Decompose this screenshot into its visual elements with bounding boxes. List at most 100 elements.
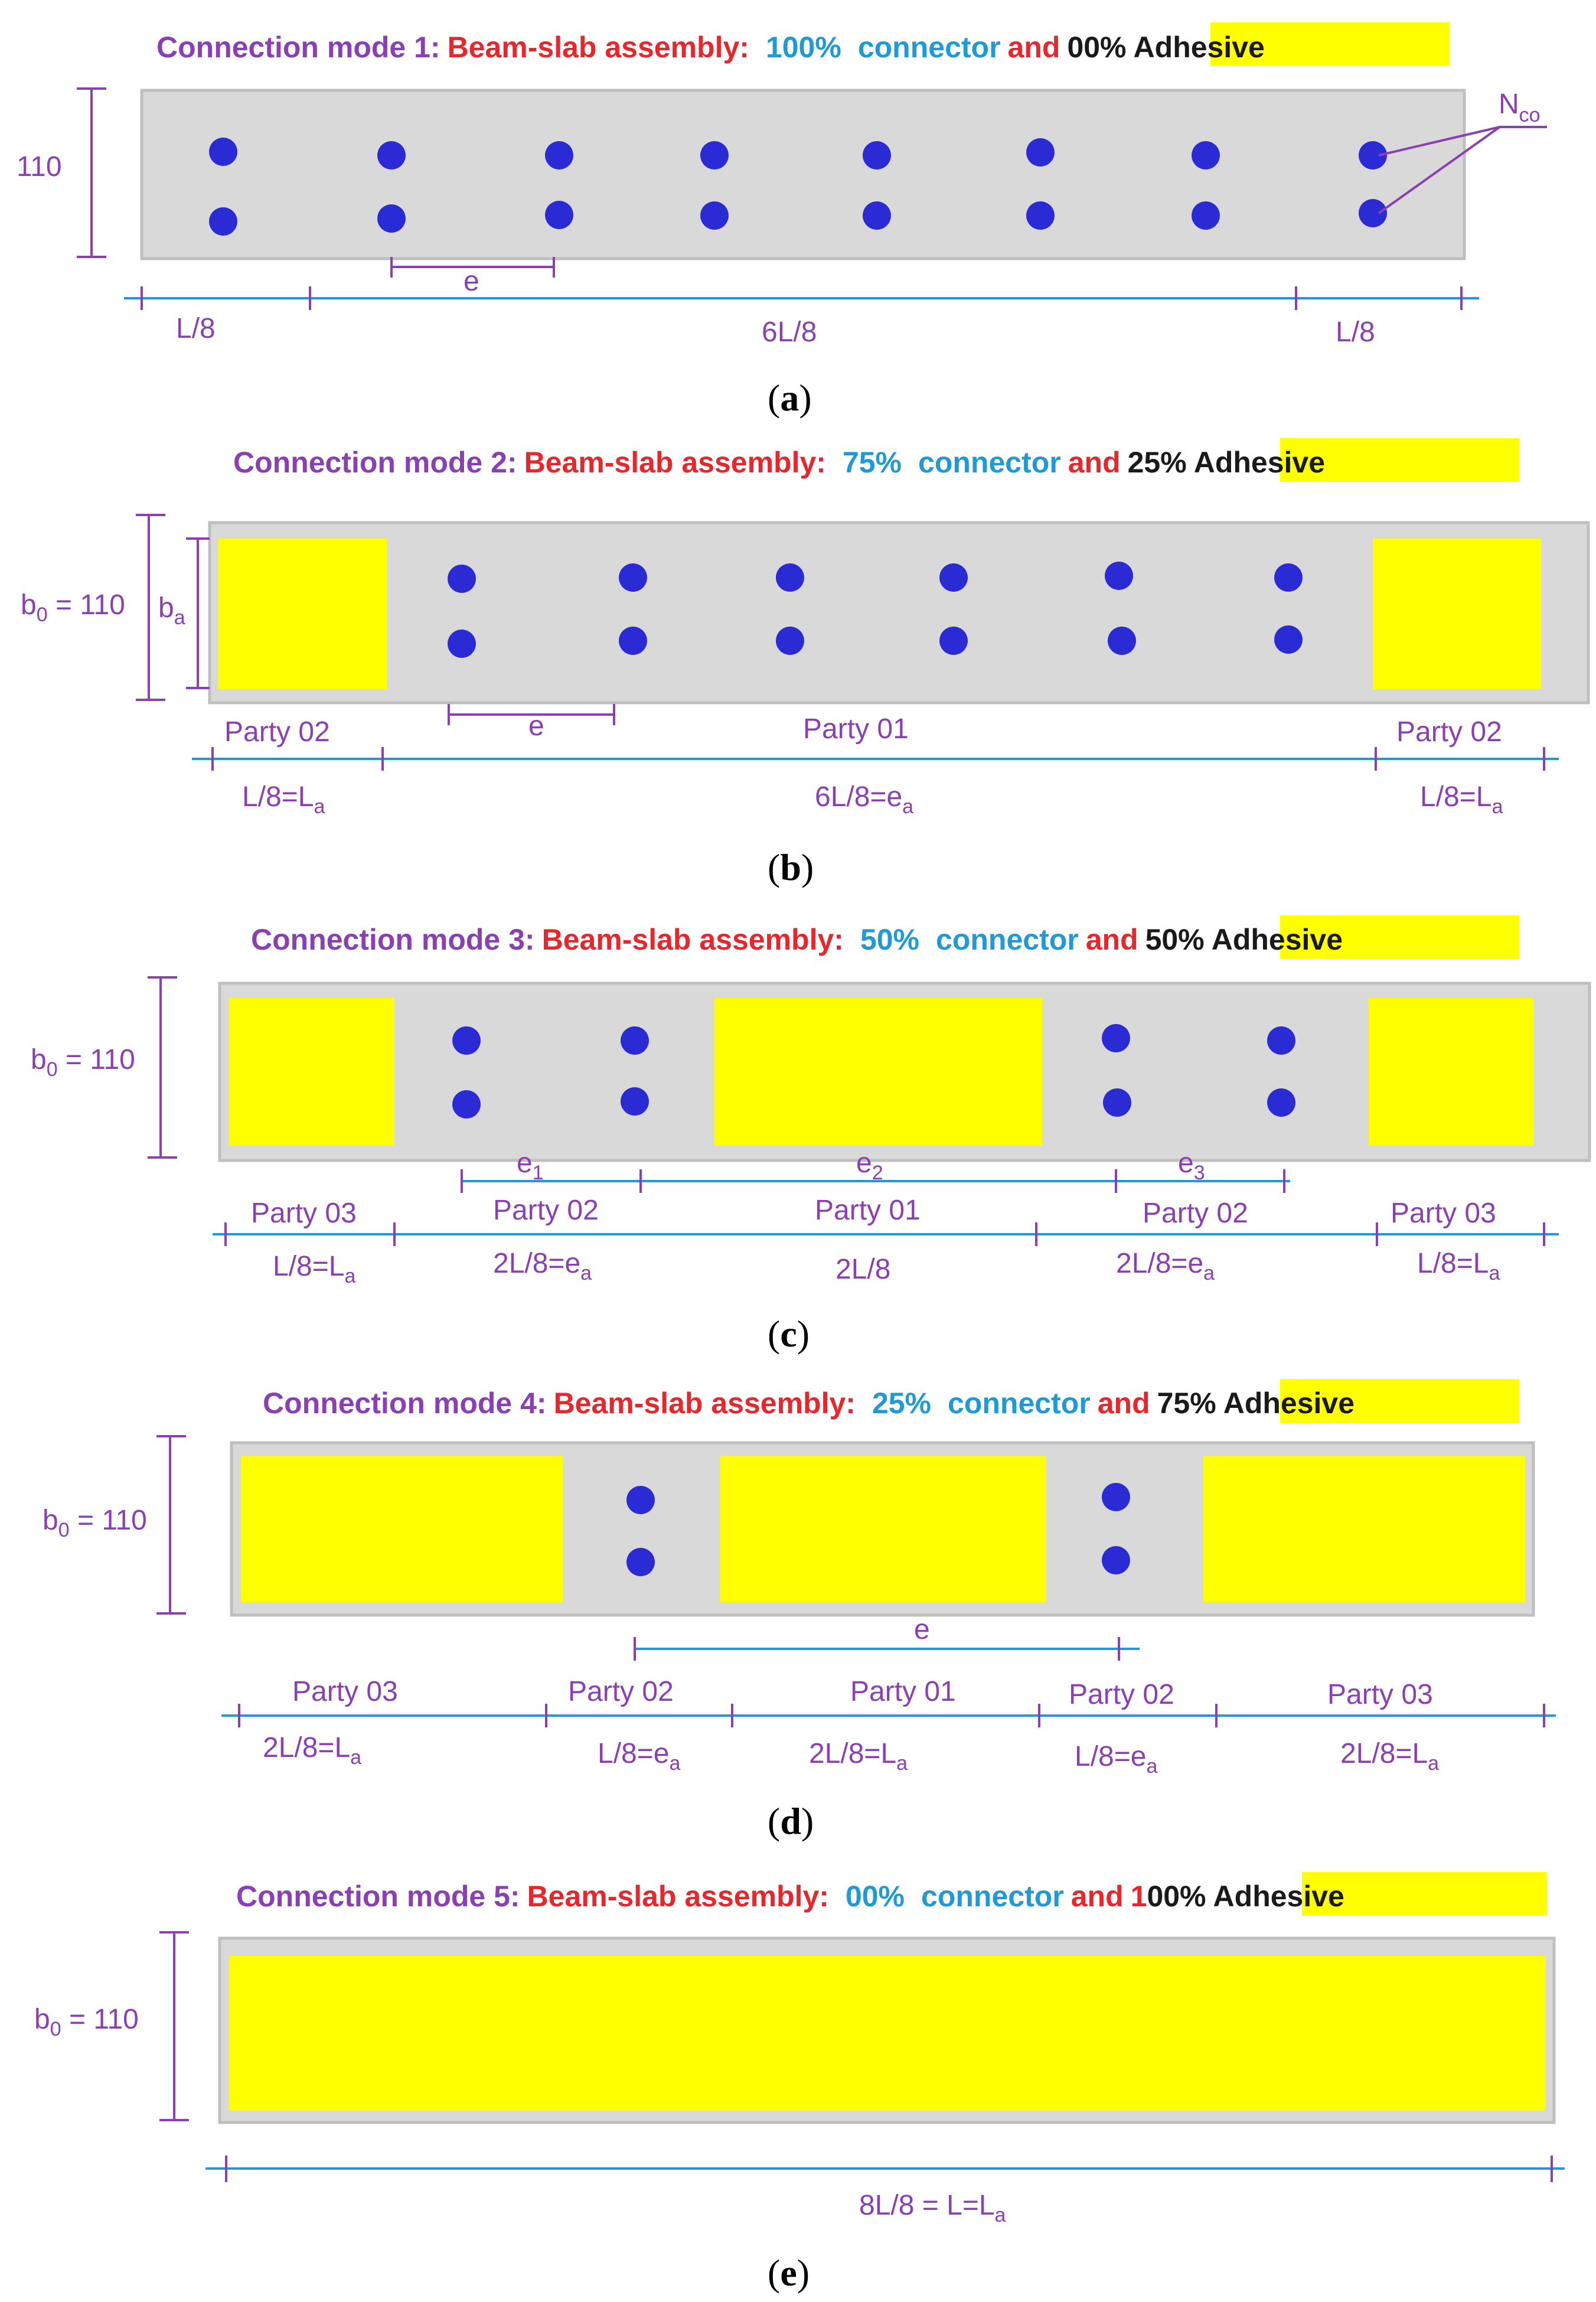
mode-3: Connection mode 3:Beam-slab assembly:50%… (31, 915, 1591, 1355)
adhesive-text: 00% Adhesive (1147, 1880, 1344, 1913)
dimension-ticks (141, 286, 1463, 310)
and-word: and (1068, 446, 1121, 479)
connector-label: Nco (1499, 89, 1540, 126)
spacing-e1: e1 (517, 1147, 544, 1184)
title-prefix: Connection mode 4: (263, 1387, 547, 1420)
dim-label: 2L/8=La (263, 1732, 361, 1769)
party-right: Party 02 (1396, 716, 1502, 748)
dim-mid: 6L/8 (762, 317, 817, 348)
connector-word: connector (858, 31, 1001, 64)
adhesive-zone (1369, 998, 1534, 1146)
caption-d: (d) (768, 1800, 814, 1842)
caption-e: (e) (768, 2252, 810, 2294)
adhesive-zone (229, 1956, 1546, 2111)
connector-dot (1108, 627, 1136, 655)
title-prefix: Connection mode 3: (251, 923, 535, 956)
height-label: b0 = 110 (21, 589, 125, 626)
dim-left: L/8 (176, 313, 216, 344)
connector-dot (1026, 201, 1055, 230)
connector-dot (619, 563, 647, 592)
party-label: Party 03 (292, 1676, 398, 1707)
dim-label: L/8=ea (1075, 1741, 1157, 1778)
connector-dot (545, 201, 573, 229)
connector-dot (1267, 1088, 1295, 1117)
dim-label: L/8=La (273, 1251, 355, 1287)
height-label: 110 (17, 151, 62, 182)
adhesive-text: 50% Adhesive (1145, 923, 1343, 956)
adhesive-title-highlight (1302, 1872, 1547, 1916)
connector-dot (209, 207, 237, 236)
connector-dot (545, 141, 573, 169)
party-label: Party 03 (1391, 1198, 1496, 1229)
connector-dot (776, 627, 804, 655)
connector-pct: 50% (860, 923, 919, 956)
party-label: Party 02 (1069, 1679, 1174, 1710)
connector-dot (1267, 1026, 1295, 1055)
mode-2: Connection mode 2:Beam-slab assembly: 75%… (21, 438, 1590, 888)
spacing-e2: e2 (856, 1147, 883, 1184)
connector-dot (1359, 199, 1387, 227)
connector-dot (448, 565, 476, 593)
and-word: and (1086, 923, 1138, 956)
mode-5: Connection mode 5:Beam-slab assembly:00%… (34, 1872, 1565, 2294)
adhesive-title-highlight (1280, 915, 1519, 959)
party-left: Party 02 (224, 716, 330, 748)
spacing-dimension (448, 704, 615, 725)
mode-4: Connection mode 4:Beam-slab assembly:25%… (43, 1379, 1556, 1842)
connector-dots (448, 562, 1303, 658)
height-label: b0 = 110 (34, 2004, 139, 2040)
spacing-label: e (914, 1614, 930, 1645)
dim-full: 8L/8 = L=La (859, 2190, 1006, 2226)
connector-dot (626, 1548, 655, 1576)
dim-right: L/8=La (1420, 781, 1503, 818)
adhesive-title-highlight (1210, 22, 1450, 66)
connector-dot (621, 1087, 649, 1116)
connector-dot (209, 138, 237, 166)
title-prefix: Connection mode 5: (236, 1880, 520, 1913)
adhesive-text: 00% Adhesive (1067, 31, 1264, 64)
connector-dot (700, 201, 729, 230)
spacing-e3: e3 (1178, 1147, 1205, 1184)
party-label: Party 01 (815, 1195, 921, 1226)
height-dimension (136, 514, 165, 701)
height-dimension (77, 87, 106, 258)
connector-word: connector (936, 923, 1079, 956)
connector-pct: 25% (872, 1387, 931, 1420)
connector-dots (626, 1483, 1130, 1576)
dim-label: 2L/8=ea (1116, 1248, 1215, 1284)
connector-leader-line (1378, 126, 1547, 214)
connector-pct: 75% (843, 446, 902, 479)
title-assembly: Beam-slab assembly: (524, 446, 826, 479)
party-label: Party 03 (1327, 1679, 1433, 1710)
spacing-label: e (464, 266, 479, 297)
caption-c: (c) (768, 1313, 810, 1355)
party-mid: Party 01 (803, 713, 909, 745)
connector-dot (1192, 141, 1220, 169)
height-dimension (148, 976, 177, 1159)
connector-dot (377, 204, 406, 233)
spacing-label: e (528, 710, 544, 742)
adhesive-zone (241, 1456, 563, 1602)
inner-height-dimension (186, 537, 210, 689)
connector-dot (621, 1026, 649, 1055)
adhesive-text: 25% Adhesive (1128, 446, 1325, 479)
adhesive-title-highlight (1280, 438, 1519, 482)
dimension-ticks (238, 1704, 1545, 1727)
connector-word: connector (918, 446, 1061, 479)
connector-dot (939, 627, 968, 655)
spacing-dimension (390, 257, 555, 278)
title-prefix: Connection mode 2: (233, 446, 517, 479)
and-word: and (1071, 1880, 1124, 1913)
connector-dot (377, 141, 406, 169)
and-word: and (1098, 1387, 1150, 1420)
connector-dot (1105, 562, 1133, 590)
adhesive-zone (1373, 539, 1541, 689)
dim-label: 2L/8=ea (493, 1248, 592, 1284)
connector-dot (1103, 1088, 1131, 1117)
mode-4-title: Connection mode 4:Beam-slab assembly:25%… (263, 1387, 1355, 1420)
inner-height-label: ba (158, 592, 185, 629)
party-label: Party 03 (251, 1198, 357, 1229)
title-assembly: Beam-slab assembly: (448, 31, 749, 64)
connector-word: connector (921, 1880, 1064, 1913)
